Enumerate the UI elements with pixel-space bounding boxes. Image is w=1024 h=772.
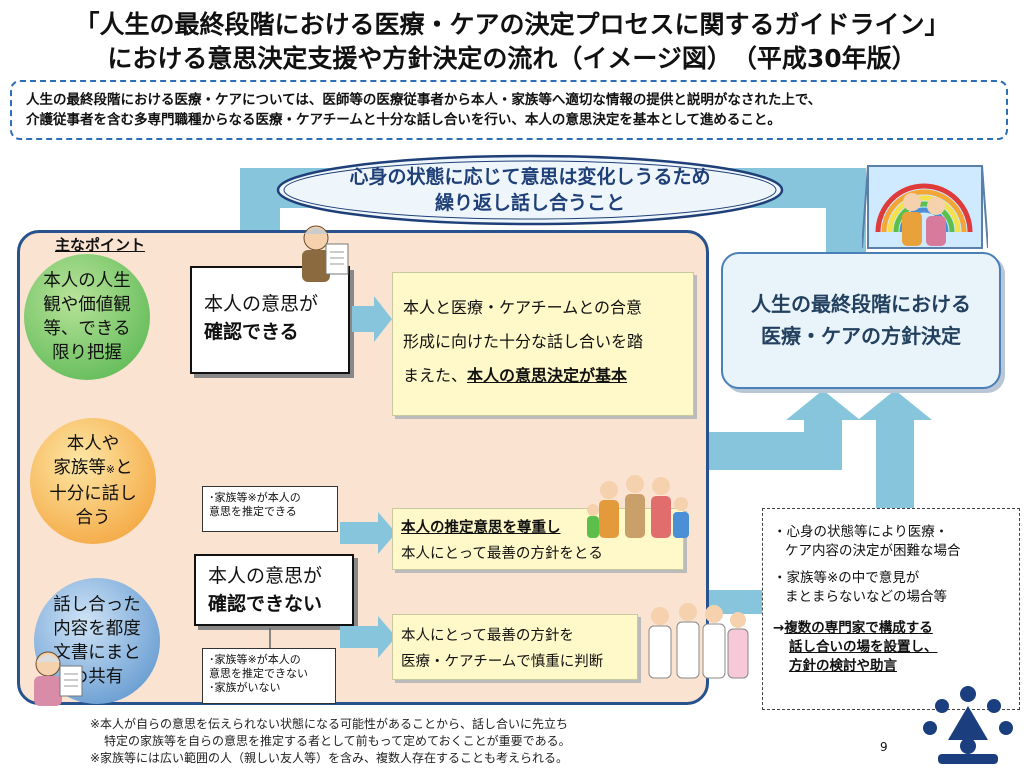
result-line2: 話し合いの場を設置し、 [789, 639, 938, 655]
cannot-presume-note: ･家族等※が本人の 意思を推定できない ･家族がいない [202, 648, 336, 704]
arrow-presume-head [378, 512, 396, 554]
decision-line1: 人生の最終段階における [751, 292, 971, 316]
circle3-line4: め共有 [70, 667, 124, 687]
result-arrow: → [773, 620, 785, 636]
basic-emphasis: 本人の意思決定が基本 [467, 366, 628, 385]
presumed-line2: 本人にとって最善の方針をとる [401, 546, 603, 562]
meeting-group-icon [923, 686, 1013, 764]
cannot-presume-line3: ･家族がいない [209, 681, 281, 694]
presumed-line1: 本人の推定意思を尊重し [401, 520, 561, 536]
circle1-line2: 観や価値観 [43, 295, 131, 315]
window-rainbow-couple-icon [862, 165, 988, 249]
result-line3: 方針の検討や助言 [789, 658, 897, 674]
circle2-footnote-mark: ※ [105, 463, 116, 476]
title-line-2: における意思決定支援や方針決定の流れ（イメージ図） （平成30年版） [107, 44, 917, 73]
cannot-confirm-box: 本人の意思が 確認できない [194, 554, 354, 626]
loop-arrow-down-segment [240, 168, 280, 238]
difficult-item2-line1: ・家族等※の中で意見が [773, 570, 920, 586]
circle3-line2: 内容を都度 [53, 619, 141, 639]
loop-line-2: 繰り返し話し合うこと [434, 192, 625, 214]
circle1-line3: 等、できる [43, 319, 131, 339]
cannot-presume-line1: ･家族等※が本人の [209, 653, 301, 666]
family-group-icon [587, 475, 689, 538]
circle2-line4: 合う [75, 508, 111, 528]
elderly-man-document-icon [302, 225, 349, 282]
title-line-1: 「人生の最終段階における医療・ケアの決定プロセスに関するガイドライン」 [74, 10, 950, 39]
point-circle-understand-values: 本人の人生 観や価値観 等、できる 限り把握 [24, 254, 150, 380]
policy-decision-box: 人生の最終段階における 医療・ケアの方針決定 [721, 252, 1001, 389]
can-confirm-line2: 確認できる [204, 321, 299, 343]
difficult-result: →複数の専門家で構成する 話し合いの場を設置し、 方針の検討や助言 [773, 619, 1009, 676]
elderly-woman-document-icon [34, 651, 83, 706]
can-presume-line1: ･家族等※が本人の [209, 491, 301, 504]
circle2-line3: 十分に話し [49, 484, 137, 504]
loop-message: 心身の状態に応じて意思は変化しうるため 繰り返し話し合うこと [270, 164, 790, 216]
intro-line-1: 人生の最終段階における医療・ケアについては、医師等の医療従事者から本人・家族等へ… [26, 92, 822, 108]
loop-ellipse [276, 154, 784, 226]
circle2-line1: 本人や [66, 434, 120, 454]
best-line1: 本人にとって最善の方針を [401, 628, 574, 644]
point-circle-document-share: 話し合った 内容を都度 文書にまと め共有 [34, 578, 160, 704]
basic-line3: まえた、本人の意思決定が基本 [403, 366, 628, 385]
arrow-cannot-presume-body [340, 626, 378, 648]
circle1-line1: 本人の人生 [43, 271, 131, 291]
footnote-1-cont: 特定の家族等を自らの意思を推定する者として前もって定めておくことが重要である。 [104, 734, 571, 748]
arrow-cannot-presume-head [378, 616, 396, 658]
can-confirm-box: 本人の意思が 確認できる [190, 266, 350, 374]
arrow-panel-to-decision-v [804, 414, 842, 470]
circle1-line4: 限り把握 [52, 343, 122, 363]
arrow-expert-to-decision-head [858, 390, 932, 420]
point-circle-discuss: 本人や 家族等※と 十分に話し 合う [30, 418, 156, 544]
best-policy-box: 本人にとって最善の方針を 医療・ケアチームで慎重に判断 [392, 614, 638, 680]
arrow-expert-to-decision-v [876, 414, 914, 510]
arrow-presume-body [340, 522, 378, 544]
difficult-item1-line2: ケア内容の決定が困難な場合 [785, 543, 961, 559]
can-confirm-line1: 本人の意思が [204, 293, 319, 315]
difficult-cases-box: ・心身の状態等により医療・ ケア内容の決定が困難な場合 ・家族等※の中で意見が … [762, 508, 1020, 710]
footnote-2: ※家族等には広い範囲の人（親しい友人等）を含み、複数人存在することも考えられる。 [90, 751, 569, 765]
arrow-confirm-to-basic-head [374, 296, 392, 342]
cannot-confirm-line1: 本人の意思が [208, 565, 323, 587]
cannot-confirm-line2: 確認できない [208, 593, 323, 615]
cannot-presume-line2: 意思を推定できない [209, 667, 308, 680]
basic-decision-box: 本人と医療・ケアチームとの合意 形成に向けた十分な話し合いを踏 まえた、本人の意… [392, 272, 694, 416]
can-presume-line2: 意思を推定できる [209, 505, 297, 518]
basic-line1: 本人と医療・ケアチームとの合意 [403, 298, 643, 317]
arrow-panel-to-decision-head [786, 390, 860, 420]
arrow-confirm-to-basic-body [352, 306, 374, 332]
medical-staff-icon [648, 603, 749, 679]
circle3-line1: 話し合った [53, 595, 141, 615]
intro-line-2: 介護従事者を含む多専門職種からなる医療・ケアチームと十分な話し合いを行い、本人の… [26, 112, 781, 128]
circle2-line2: 家族等※と [53, 458, 133, 478]
points-heading: 主なポイント [55, 236, 146, 254]
difficult-item1-line1: ・心身の状態等により医療・ [773, 524, 949, 540]
result-line1: 複数の専門家で構成する [784, 620, 933, 636]
best-line2: 医療・ケアチームで慎重に判断 [401, 654, 604, 670]
difficult-item2-line2: まとまらないなどの場合等 [785, 589, 947, 605]
basic-line2: 形成に向けた十分な話し合いを踏 [403, 332, 644, 351]
loop-line-1: 心身の状態に応じて意思は変化しうるため [349, 166, 711, 188]
can-presume-note: ･家族等※が本人の 意思を推定できる [202, 486, 338, 532]
footnote-1: ※本人が自らの意思を伝えられない状態になる可能性があることから、話し合いに先立ち [90, 717, 569, 731]
page-number: 9 [880, 740, 888, 754]
decision-line2: 医療・ケアの方針決定 [761, 324, 961, 348]
circle3-line3: 文書にまと [53, 643, 141, 663]
intro-box: 人生の最終段階における医療・ケアについては、医師等の医療従事者から本人・家族等へ… [10, 80, 1008, 140]
